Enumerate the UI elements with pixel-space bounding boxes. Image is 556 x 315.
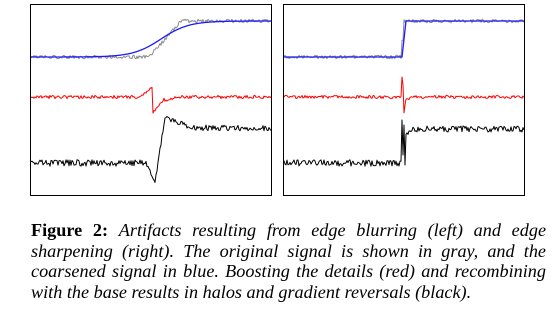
detail-signal-line [284,76,524,114]
figure-caption-text: Artifacts resulting from edge blurring (… [31,220,547,302]
coarse-signal-line [284,20,524,58]
detail-signal-line [31,86,271,114]
figure-panel-right [283,4,525,196]
original-signal-line [284,18,524,60]
figure-panel-left [30,4,272,196]
figure-caption: Figure 2: Artifacts resulting from edge … [31,220,546,302]
signal-plot-right [284,18,524,167]
recombined-signal-line [284,119,524,167]
original-signal-line [31,18,271,60]
figure-label: Figure 2: [31,220,109,240]
signal-plot-left [31,18,271,183]
recombined-signal-line [31,115,271,183]
coarse-signal-line [31,20,271,58]
